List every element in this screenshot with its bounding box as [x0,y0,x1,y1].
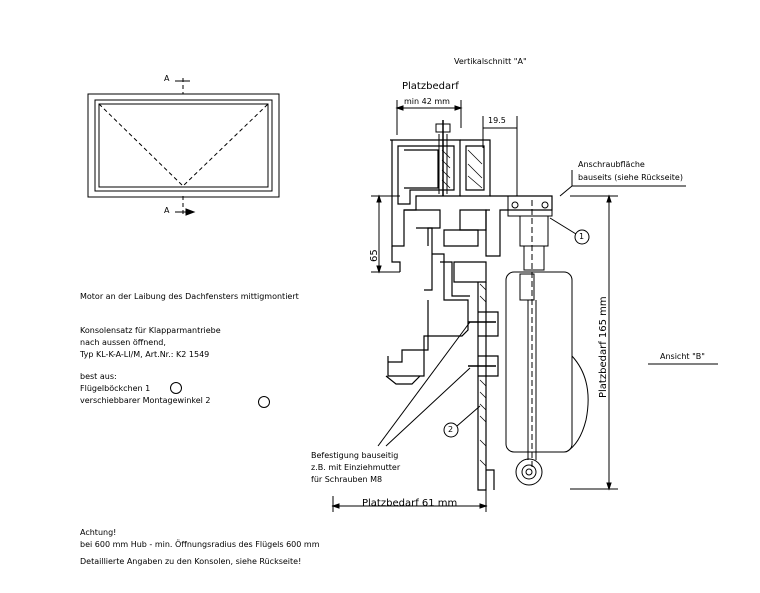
window-elevation [87,78,280,216]
platzbedarf-right-label: Platzbedarf 165 mm [598,296,609,398]
note-best-1: best aus: [80,372,117,381]
note-motor: Motor an der Laibung des Dachfensters mi… [80,292,299,301]
anschraubflaeche-line-2: bauseits (siehe Rückseite) [578,173,683,182]
note-achtung-3: Detaillierte Angaben zu den Konsolen, si… [80,557,302,566]
top-bolt [435,120,451,196]
callout-1-label: 1 [579,232,585,241]
platzbedarf-top-min: min 42 mm [404,97,450,106]
note-achtung-1: Achtung! [80,528,117,537]
befestigung-line-3: für Schrauben M8 [311,475,383,484]
dim-65-label: 65 [369,249,380,262]
section-marker-top: A [164,74,170,83]
option-circle-1 [170,382,182,394]
dimension-65 [371,194,400,274]
section-marker-bottom: A [164,206,170,215]
befestigung-leaders [377,321,471,447]
anschraub-leader [559,185,686,197]
befestigung-line-1: Befestigung bauseitig [311,451,399,460]
platzbedarf-top-label: Platzbedarf [402,81,459,92]
option-circle-2 [258,396,270,408]
note-achtung-2: bei 600 mm Hub - min. Öffnungsradius des… [80,540,320,549]
dimension-top [395,100,463,135]
callout-circle-2 [443,422,459,438]
dimension-19-5 [482,116,518,196]
note-konsolen-3: Typ KL-K-A-LI/M, Art.Nr.: K2 1549 [80,350,210,359]
callout-circle-1 [574,229,590,245]
anschraubflaeche-line-1: Anschraubfläche [578,160,645,169]
hatching [441,149,487,467]
dimension-right [570,194,618,491]
note-konsolen-2: nach aussen öffnend, [80,338,166,347]
callout-2-label: 2 [448,425,454,434]
motor-body [505,271,589,486]
dimension-bottom [331,490,488,512]
platzbedarf-bottom-label: Platzbedarf 61 mm [362,498,458,509]
frame-profile [385,139,470,385]
ansicht-b-label: Ansicht "B" [660,352,705,361]
console-bracket [507,195,553,470]
section-title: Vertikalschnitt "A" [454,57,527,66]
befestigung-line-2: z.B. mit Einziehmutter [311,463,401,472]
dim-19-5-label: 19.5 [488,116,506,125]
note-best-3: verschiebbarer Montagewinkel 2 [80,396,211,405]
note-konsolen-1: Konsolensatz für Klapparmantriebe [80,326,221,335]
note-best-2: Flügelböckchen 1 [80,384,151,393]
